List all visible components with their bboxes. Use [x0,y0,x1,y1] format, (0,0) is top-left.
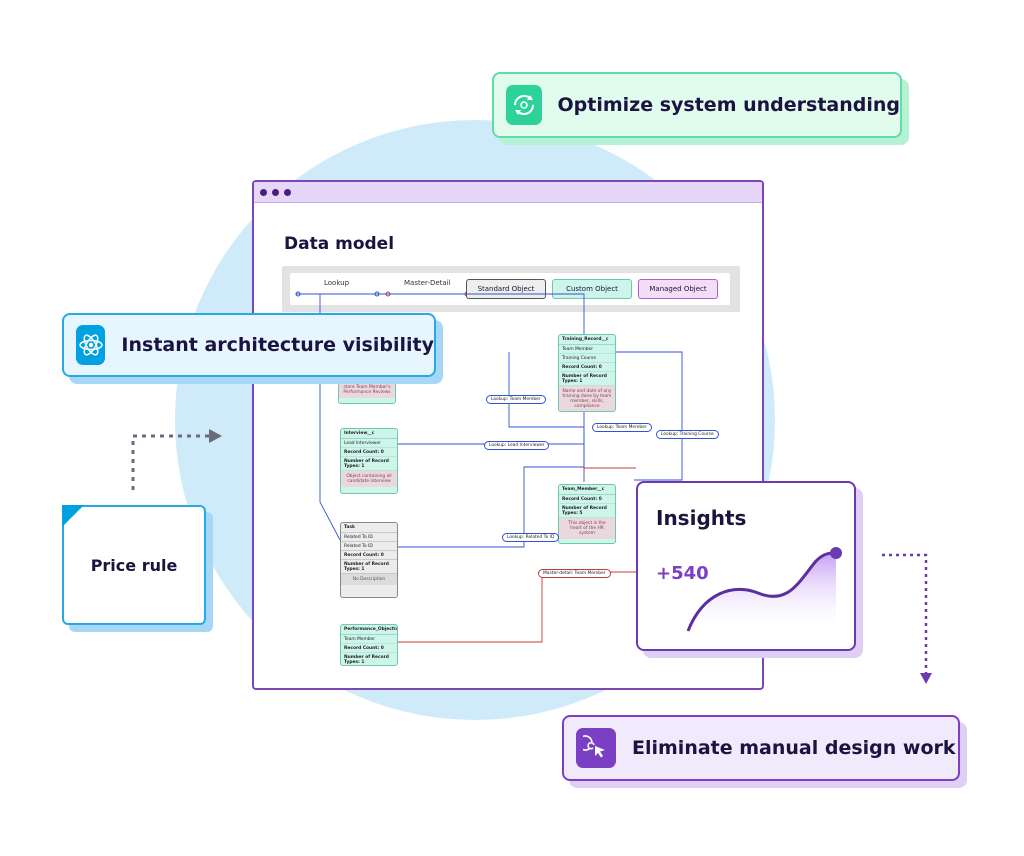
object-description: Name and date of any training done by te… [559,386,615,411]
object-name: Performance_Objective__c [341,625,397,635]
optimize-callout: Optimize system understanding [492,72,902,138]
legend-managed-object: Managed Object [638,279,718,299]
cursor-click-icon [576,728,616,768]
object-field: Number of Record Types: 1 [341,560,397,574]
legend-lookup-label: Lookup [324,279,350,287]
object-field: Number of Record Types: 5 [559,504,615,518]
relationship-label: Lookup: Team Member [486,395,546,404]
object-team-member[interactable]: Team_Member__c Record Count: 0 Number of… [558,484,616,544]
object-interview[interactable]: Interview__c Lead Interviewer Record Cou… [340,428,398,494]
object-name: Task [341,523,397,533]
insights-sparkline [686,547,842,633]
object-name: Team_Member__c [559,485,615,495]
insights-card: Insights +540 [636,481,856,651]
window-dot [284,188,291,196]
object-field: Number of Record Types: 1 [341,653,397,665]
object-field: Record Count: 0 [559,495,615,504]
insights-value: +540 [656,563,709,584]
insights-title: Insights [656,506,747,530]
object-training-record[interactable]: Training_Record__c Team Member Training … [558,334,616,412]
object-field: Record Count: 0 [341,448,397,457]
relationship-label: Lookup: Training Course [656,430,719,439]
object-description: Object containing all candidate intervie… [341,471,397,487]
object-description: No Description [341,574,397,585]
architecture-callout: Instant architecture visibility [62,313,436,377]
corner-tab-icon [62,505,84,527]
optimize-text: Optimize system understanding [557,94,901,116]
object-field: Team Member [559,345,615,354]
object-field: Record Count: 0 [559,363,615,372]
eliminate-callout: Eliminate manual design work [562,715,960,781]
relationship-label: Lookup: Lead Interviewer [484,441,550,450]
relationship-label: Master-detail: Team Member [538,569,611,578]
object-field: Lead Interviewer [341,439,397,448]
architecture-text: Instant architecture visibility [121,334,434,356]
window-dot [272,188,279,196]
relationship-label: Lookup: Team Member [592,423,652,432]
object-performance-review[interactable]: This object is used to store Team Member… [338,372,396,404]
object-field: Team Member [341,635,397,644]
object-field: Related To ID [341,542,397,551]
relationship-label: Lookup: Related To ID [502,533,560,542]
object-description: This object is used to store Team Member… [339,377,395,398]
data-model-title: Data model [284,234,395,254]
object-field: Record Count: 0 [341,644,397,653]
window-titlebar [254,182,762,203]
eliminate-text: Eliminate manual design work [632,737,956,759]
price-rule-text: Price rule [90,555,178,575]
object-field: Number of Record Types: 1 [559,372,615,386]
object-field: Number of Record Types: 1 [341,457,397,471]
object-field: Record Count: 0 [341,551,397,560]
object-description: This object is the heart of the HR syste… [559,518,615,539]
object-name: Interview__c [341,429,397,439]
atom-network-icon [76,325,106,365]
object-task[interactable]: Task Related To ID Related To ID Record … [340,522,398,598]
window-dot [260,188,267,196]
refresh-cycle-icon [506,85,542,125]
legend-master-detail-label: Master-Detail [404,279,451,287]
object-field: Training Course [559,354,615,363]
price-rule-card: Price rule [62,505,206,625]
object-field: Related To ID [341,533,397,542]
object-name: Training_Record__c [559,335,615,345]
object-performance-objective[interactable]: Performance_Objective__c Team Member Rec… [340,624,398,666]
